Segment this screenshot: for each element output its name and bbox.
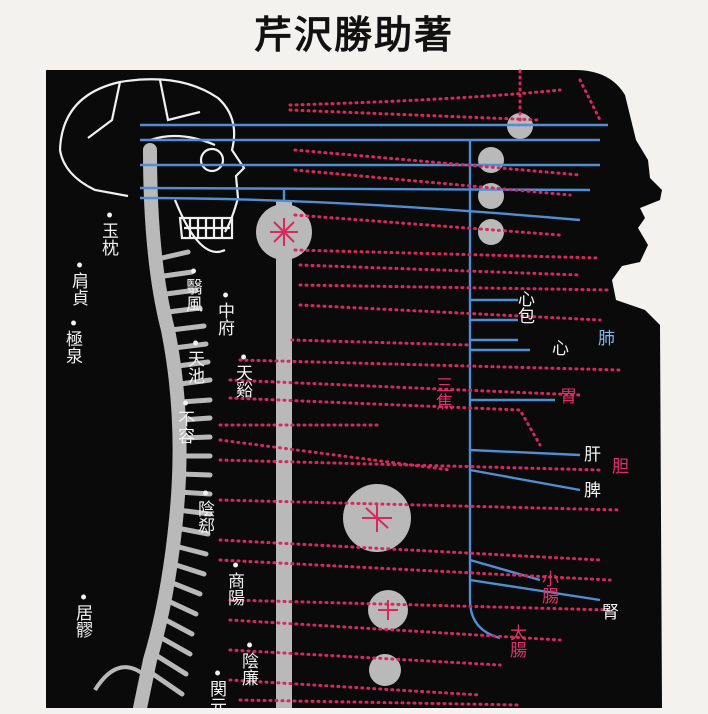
label-kyokusen: 極泉	[62, 318, 82, 364]
label-sansho: 三焦	[432, 376, 452, 410]
label-jin: 腎	[602, 603, 619, 623]
label-i: 胃	[560, 387, 577, 407]
label-kangen: 関元	[206, 668, 226, 714]
label-tan: 胆	[612, 457, 629, 477]
author-title: 芹沢勝助著	[253, 12, 454, 57]
label-tenkei: 天谿	[232, 352, 252, 398]
label-kentei: 肩貞	[68, 260, 88, 306]
meridian-lines	[218, 68, 622, 707]
label-inkoku: 陰郄	[194, 488, 214, 534]
label-eifu: 翳風	[182, 266, 202, 312]
label-kan: 肝	[584, 445, 601, 465]
head-silhouette	[46, 70, 662, 708]
label-tenchi: 天池	[184, 338, 204, 384]
label-inren: 陰廉	[238, 640, 258, 686]
label-shocho: 小腸	[538, 570, 558, 604]
sympathetic-chain	[276, 200, 292, 708]
pelvis	[93, 665, 152, 692]
label-hai: 肺	[598, 329, 615, 349]
label-shin: 心	[552, 339, 569, 359]
label-daicho: 大腸	[506, 624, 526, 658]
label-shoyo: 商陽	[224, 560, 244, 606]
label-chufu: 中府	[214, 290, 234, 336]
node-branches	[270, 218, 398, 620]
skull-outline	[58, 78, 246, 253]
label-gyokuchin: 玉枕	[98, 210, 118, 256]
label-hi: 脾	[584, 481, 601, 501]
label-fuyo: 不容	[174, 398, 194, 444]
label-kyoryo: 居髎	[72, 592, 92, 638]
label-shinpo: 心包	[514, 290, 534, 324]
